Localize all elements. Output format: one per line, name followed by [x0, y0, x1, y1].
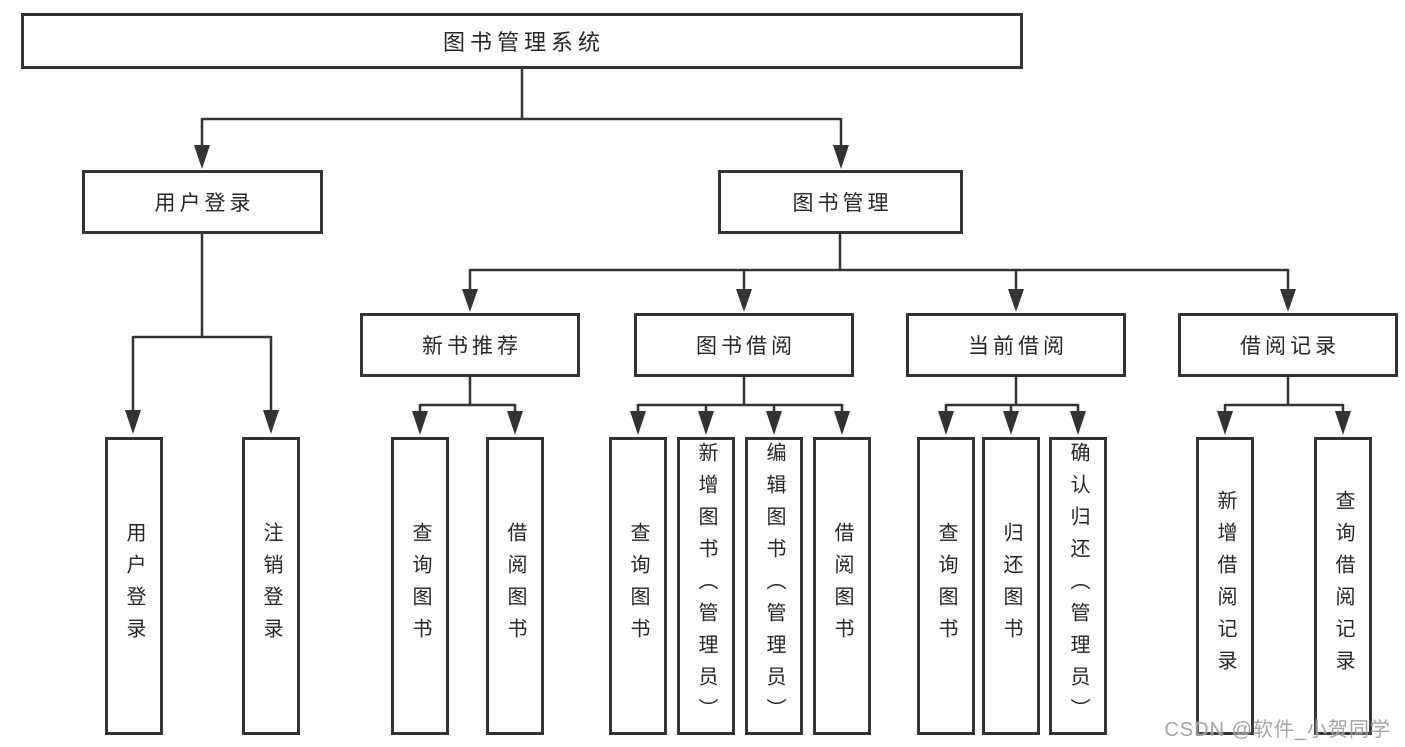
arrowhead-icon: [938, 411, 954, 435]
arrowhead-icon: [1335, 411, 1351, 435]
arrowhead-icon: [1003, 411, 1019, 435]
leaf-add-books-admin: 新增图书（管理员）: [677, 437, 735, 735]
connector-new-book-recommendation-to-children: [418, 377, 517, 413]
connector-user-login-to-children: [131, 234, 273, 411]
node-label: 查询借阅记录: [1332, 490, 1354, 682]
node-label: 借阅图书: [504, 522, 526, 650]
node-label: 查询图书: [935, 522, 957, 650]
connector-root-to-level2: [200, 69, 843, 147]
leaf-query-books-current: 查询图书: [917, 437, 975, 735]
arrowhead-icon: [1217, 411, 1233, 435]
arrowhead-icon: [1070, 411, 1086, 435]
arrowhead-icon: [833, 145, 849, 169]
leaf-user-login: 用户登录: [105, 437, 163, 735]
node-label: 查询图书: [409, 522, 431, 650]
node-label: 确认归还（管理员）: [1067, 442, 1089, 730]
node-borrowing-records: 借阅记录: [1178, 313, 1398, 377]
node-label: 借阅图书: [831, 522, 853, 650]
leaf-add-borrow-record: 新增借阅记录: [1196, 437, 1254, 735]
arrowhead-icon: [834, 411, 850, 435]
arrowhead-icon: [462, 289, 478, 312]
arrowhead-icon: [507, 411, 523, 435]
node-label: 图书借阅: [696, 335, 796, 358]
node-label: 新书推荐: [422, 335, 522, 358]
leaf-logout: 注销登录: [242, 437, 300, 735]
node-user-login: 用户登录: [82, 170, 323, 234]
node-label: 新增图书（管理员）: [695, 442, 717, 730]
csdn-watermark: CSDN @软件_小贺同学: [1164, 719, 1391, 741]
leaf-borrow-books: 借阅图书: [813, 437, 871, 735]
arrowhead-icon: [125, 410, 141, 434]
leaf-edit-books-admin: 编辑图书（管理员）: [745, 437, 803, 735]
connector-current-borrowing-to-children: [944, 377, 1080, 413]
leaf-query-borrow-record: 查询借阅记录: [1314, 437, 1372, 735]
leaf-confirm-return-admin: 确认归还（管理员）: [1049, 437, 1107, 735]
connector-book-management-to-groups: [468, 234, 1290, 290]
node-label: 查询图书: [627, 522, 649, 650]
arrowhead-icon: [698, 411, 714, 435]
node-label: 借阅记录: [1240, 335, 1340, 358]
node-new-book-recommendation: 新书推荐: [360, 313, 580, 377]
arrowhead-icon: [194, 145, 210, 169]
node-label: 图书管理: [792, 192, 893, 215]
node-book-borrowing: 图书借阅: [634, 313, 854, 377]
connector-borrowing-records-to-children: [1223, 377, 1345, 413]
node-book-management-system: 图书管理系统: [21, 13, 1023, 69]
connector-book-borrowing-to-children: [636, 377, 844, 413]
node-label: 当前借阅: [968, 335, 1068, 358]
leaf-query-books-recommend: 查询图书: [391, 437, 449, 735]
node-label: 注销登录: [260, 522, 282, 650]
node-current-borrowing: 当前借阅: [906, 313, 1126, 377]
arrowhead-icon: [412, 411, 428, 435]
node-label: 新增借阅记录: [1214, 490, 1236, 682]
arrowhead-icon: [263, 410, 279, 434]
node-label: 用户登录: [123, 522, 145, 650]
leaf-borrow-books-recommend: 借阅图书: [486, 437, 544, 735]
arrowhead-icon: [766, 411, 782, 435]
node-label: 归还图书: [1000, 522, 1022, 650]
node-label: 图书管理系统: [442, 30, 605, 55]
arrowhead-icon: [736, 289, 752, 312]
node-label: 用户登录: [154, 192, 255, 215]
node-label: 编辑图书（管理员）: [763, 442, 785, 730]
leaf-return-books: 归还图书: [982, 437, 1040, 735]
arrowhead-icon: [1280, 289, 1296, 312]
arrowhead-icon: [1008, 289, 1024, 312]
arrowhead-icon: [630, 411, 646, 435]
node-book-management: 图书管理: [718, 170, 963, 234]
leaf-query-books-borrowing: 查询图书: [609, 437, 667, 735]
